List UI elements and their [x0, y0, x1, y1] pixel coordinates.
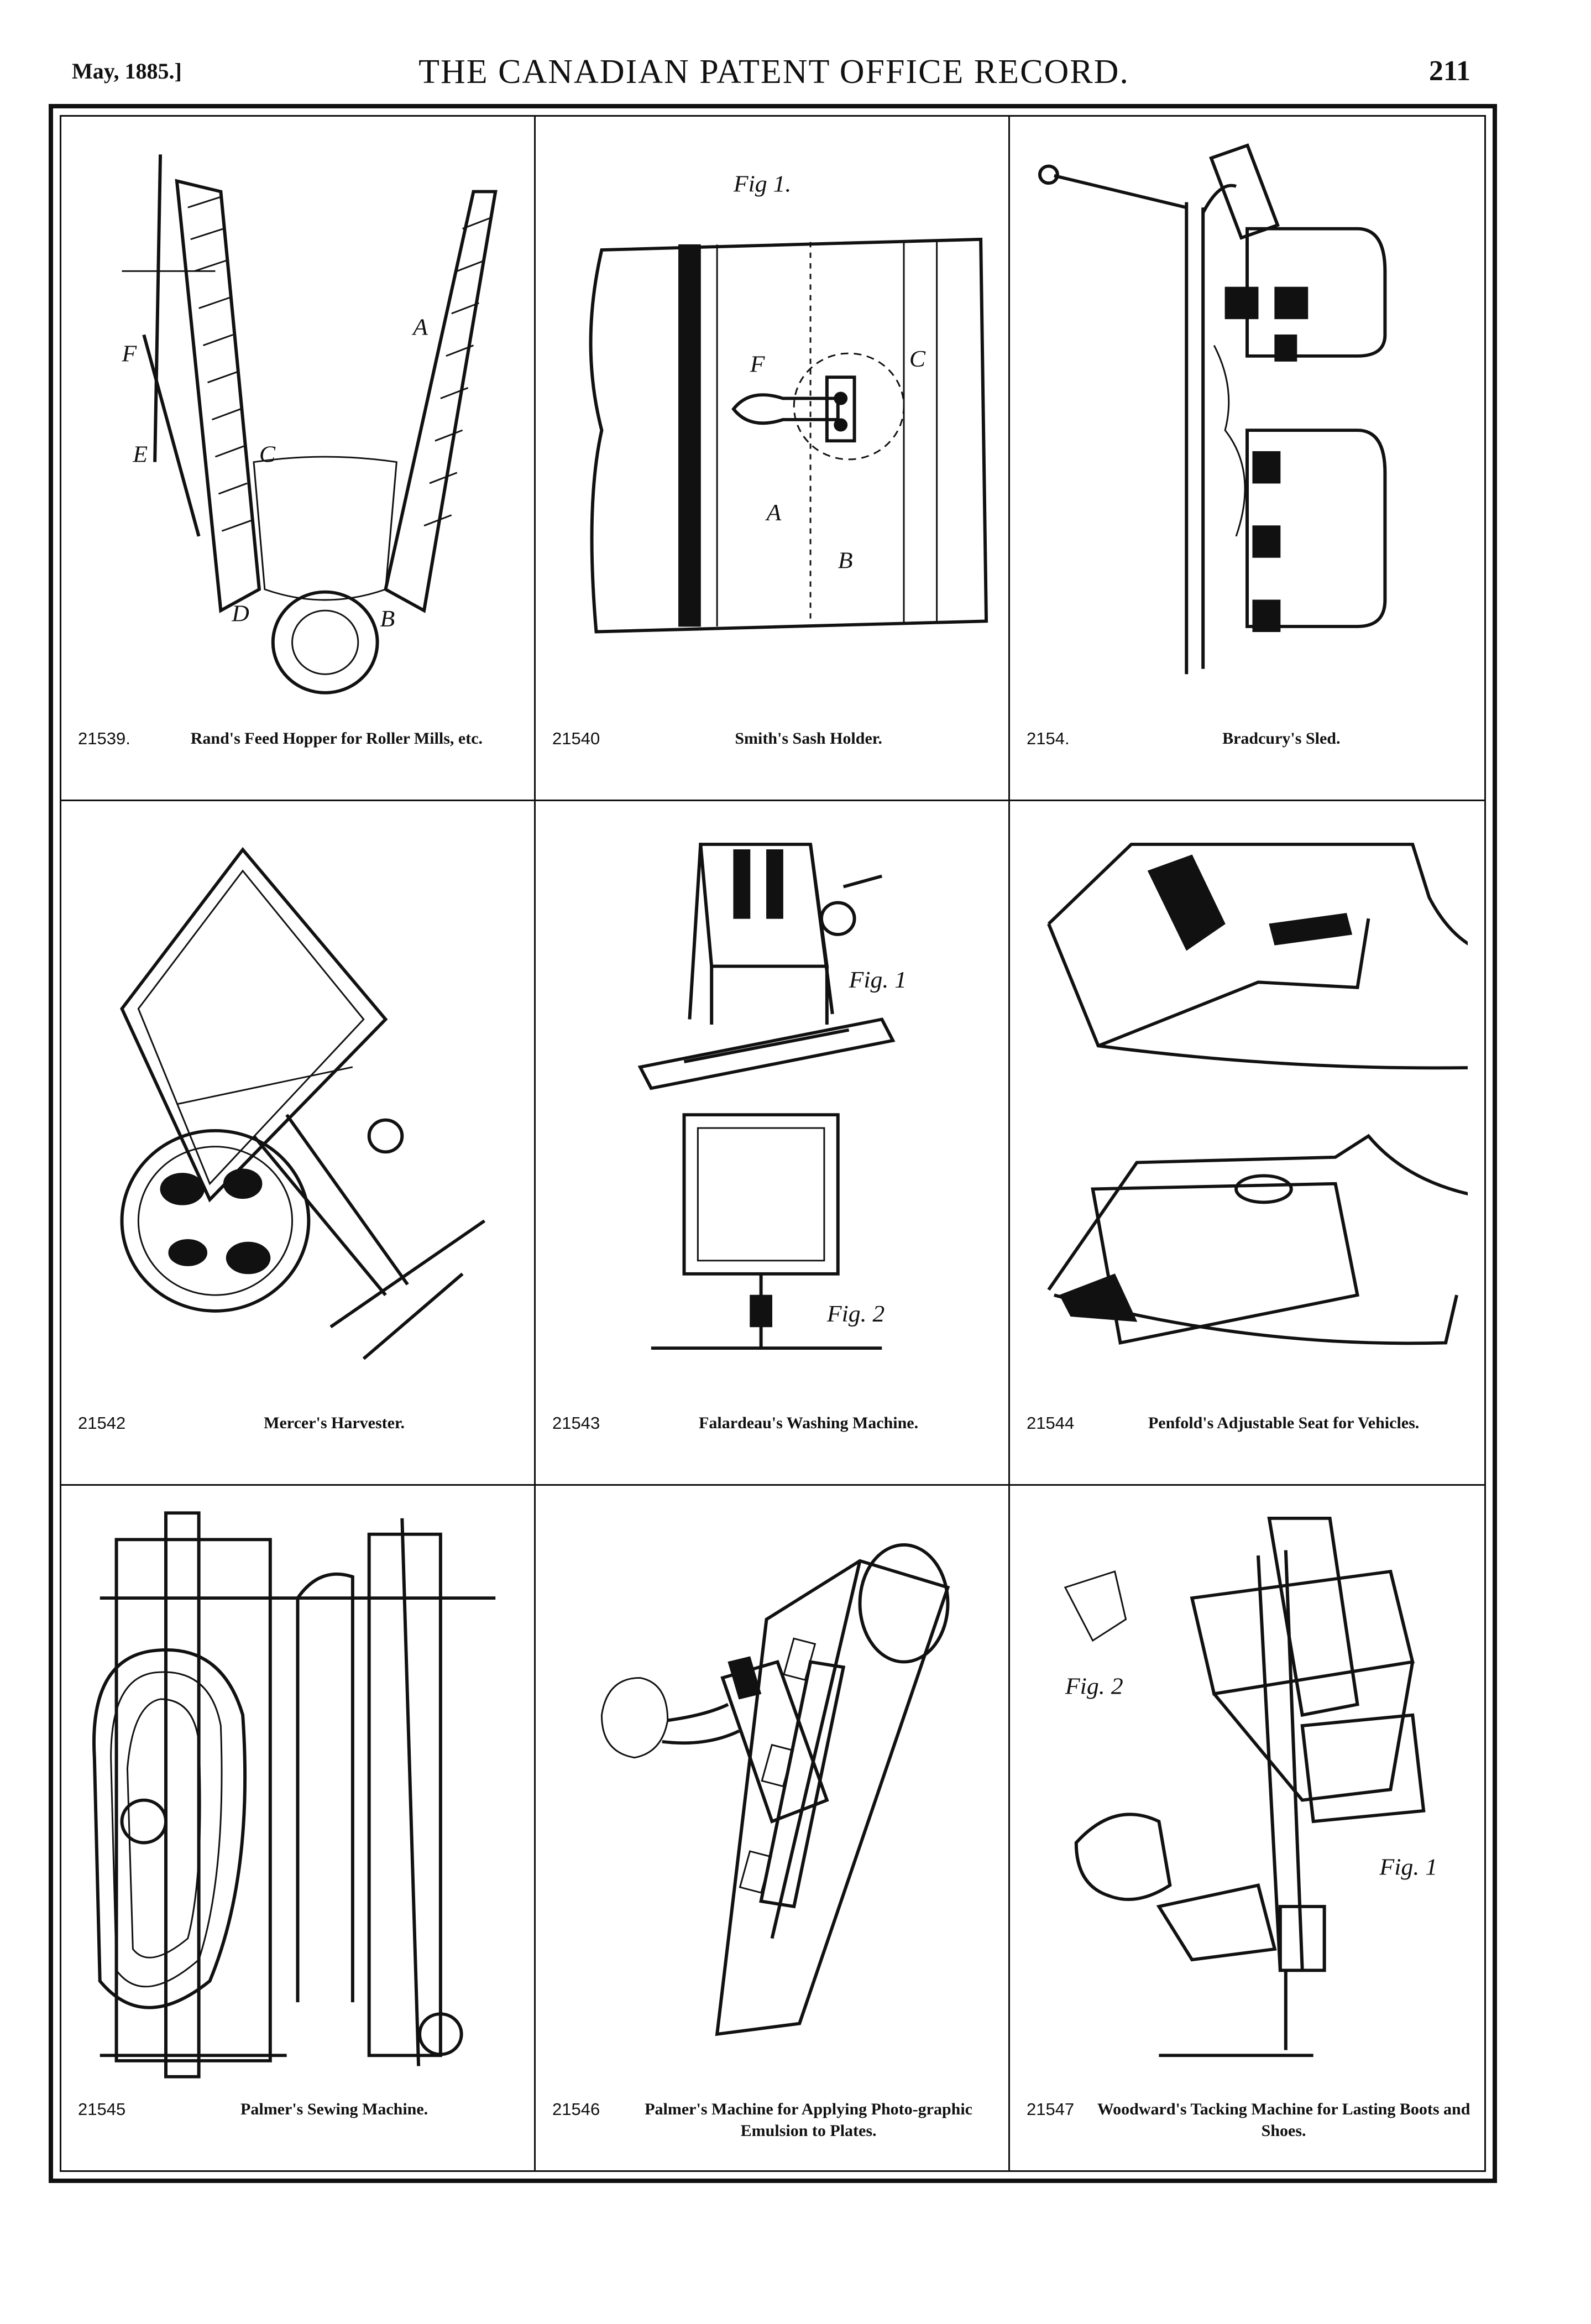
plate-21543: Fig. 1 Fig. 2 21543 Falardeau's Washing …	[536, 801, 1010, 1486]
plate-21541: 2154. Bradcury's Sled.	[1010, 117, 1484, 801]
svg-text:B: B	[838, 548, 853, 573]
patent-title: Falardeau's Washing Machine.	[699, 1414, 919, 1432]
patent-title: Penfold's Adjustable Seat for Vehicles.	[1148, 1414, 1420, 1432]
plate-21546: 21546 Palmer's Machine for Applying Phot…	[536, 1486, 1010, 2170]
svg-text:Fig. 1: Fig. 1	[849, 968, 907, 993]
patent-number: 21544	[1027, 1413, 1075, 1433]
tacking-machine-drawing: Fig. 2 Fig. 1	[1027, 1502, 1468, 2087]
svg-text:Fig. 2: Fig. 2	[826, 1302, 885, 1327]
plate-21540: Fig 1. A B C	[536, 117, 1010, 801]
svg-text:D: D	[231, 601, 249, 626]
svg-text:A: A	[765, 500, 782, 526]
svg-text:E: E	[132, 442, 148, 467]
svg-text:C: C	[259, 442, 276, 467]
sewing-machine-drawing	[78, 1502, 517, 2087]
page-number: 211	[1428, 55, 1470, 87]
svg-text:Fig 1.: Fig 1.	[733, 171, 791, 197]
patent-title: Rand's Feed Hopper for Roller Mills, etc…	[190, 729, 483, 748]
svg-text:B: B	[380, 607, 395, 632]
patent-title: Palmer's Machine for Applying Photo-grap…	[645, 2100, 972, 2140]
patent-title: Bradcury's Sled.	[1222, 729, 1341, 748]
patent-number: 21542	[78, 1413, 126, 1433]
plate-21547: Fig. 2 Fig. 1 21547 Woodward's Tacking M…	[1010, 1486, 1484, 2170]
svg-text:F: F	[121, 341, 137, 367]
patent-number: 21543	[552, 1413, 600, 1433]
svg-text:Fig. 1: Fig. 1	[1379, 1855, 1437, 1880]
svg-text:A: A	[411, 315, 428, 340]
patent-title: Mercer's Harvester.	[264, 1414, 405, 1432]
patent-title: Woodward's Tacking Machine for Lasting B…	[1097, 2100, 1470, 2140]
issue-date: May, 1885.]	[72, 59, 182, 83]
plate-21544: 21544 Penfold's Adjustable Seat for Vehi…	[1010, 801, 1484, 1486]
plate-21545: 21545 Palmer's Sewing Machine.	[61, 1486, 536, 2170]
svg-text:C: C	[909, 347, 927, 372]
sash-holder-drawing: Fig 1. A B C	[552, 133, 992, 717]
patent-number: 21546	[552, 2100, 600, 2119]
harvester-drawing	[78, 818, 517, 1401]
patent-number: 2154.	[1027, 729, 1070, 748]
plate-21542: 21542 Mercer's Harvester.	[61, 801, 536, 1486]
patent-title: Palmer's Sewing Machine.	[240, 2100, 428, 2118]
patent-number: 21545	[78, 2100, 126, 2119]
hopper-drawing: A B C D E F	[78, 133, 517, 717]
patent-number: 21547	[1027, 2100, 1075, 2119]
patent-plate-frame: A B C D E F 21539. Rand's Feed Hopper fo…	[49, 104, 1497, 2183]
patent-title: Smith's Sash Holder.	[735, 729, 882, 748]
vehicle-seat-drawing	[1027, 818, 1468, 1401]
running-head: May, 1885.] THE CANADIAN PATENT OFFICE R…	[72, 53, 1476, 102]
svg-text:F: F	[750, 352, 765, 377]
sled-drawing	[1027, 133, 1468, 717]
patent-number: 21539.	[78, 729, 130, 748]
emulsion-machine-drawing	[552, 1502, 992, 2087]
washing-machine-drawing: Fig. 1 Fig. 2	[552, 818, 992, 1401]
publication-title: THE CANADIAN PATENT OFFICE RECORD.	[418, 53, 1129, 91]
svg-text:Fig. 2: Fig. 2	[1065, 1674, 1123, 1699]
plate-21539: A B C D E F 21539. Rand's Feed Hopper fo…	[61, 117, 536, 801]
patent-number: 21540	[552, 729, 600, 748]
